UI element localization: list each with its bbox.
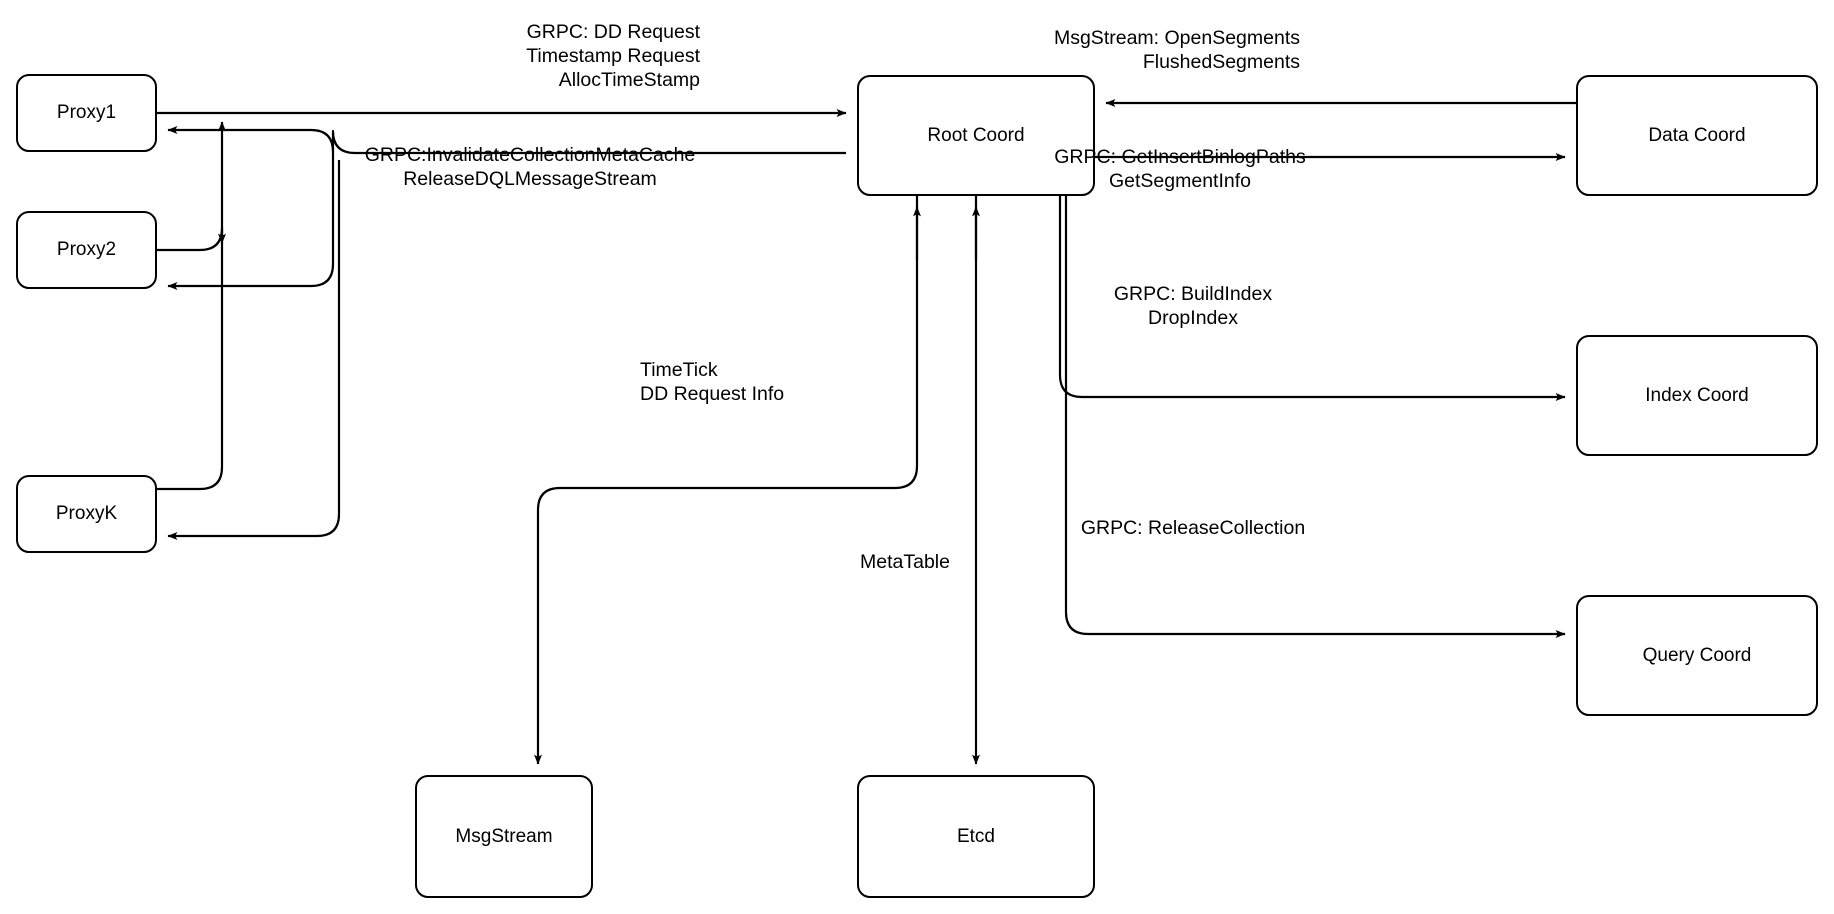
edge-label-line: GRPC: DD Request [526, 21, 700, 43]
edge-root-coord-to-proxy2 [167, 152, 335, 290]
edge-label-line: GetSegmentInfo [1108, 170, 1251, 192]
edge-label-line: GRPC: ReleaseCollection [1080, 517, 1306, 539]
node-root-coord-label: Root Coord [927, 124, 1025, 146]
edge-label-line: MsgStream: OpenSegments [1053, 27, 1300, 49]
node-query-coord-label: Query Coord [1642, 644, 1752, 666]
edge-label-line: MetaTable [860, 551, 950, 573]
node-data-coord[interactable]: Data Coord [1576, 75, 1818, 196]
edge-root-coord-to-query-coord [1064, 196, 1566, 638]
edge-label-line: Timestamp Request [526, 45, 700, 67]
node-etcd[interactable]: Etcd [857, 775, 1095, 898]
edge-label-line: GRPC:InvalidateCollectionMetaCache [364, 144, 696, 166]
node-proxy2-label: Proxy2 [56, 239, 117, 260]
node-root-coord[interactable]: Root Coord [857, 75, 1095, 196]
node-msgstream-label: MsgStream [455, 825, 553, 847]
node-index-coord-label: Index Coord [1645, 384, 1749, 406]
edge-proxy2-to-trunk [157, 226, 226, 252]
edge-label-line: ReleaseDQLMessageStream [403, 168, 657, 190]
edge-label-line: AllocTimeStamp [558, 69, 700, 91]
edge-root-coord-to-proxyk [167, 160, 341, 540]
edge-label-line: DD Request Info [640, 383, 785, 405]
node-proxy1-label: Proxy1 [56, 102, 117, 123]
edge-label-line: TimeTick [640, 359, 718, 381]
edge-label-line: GRPC: GetInsertBinlogPaths [1054, 146, 1306, 168]
edge-label-root-to-querycoord: GRPC: ReleaseCollection [1043, 516, 1343, 540]
node-index-coord[interactable]: Index Coord [1576, 335, 1818, 456]
node-msgstream[interactable]: MsgStream [415, 775, 593, 898]
node-data-coord-label: Data Coord [1648, 124, 1746, 146]
node-etcd-label: Etcd [956, 825, 996, 847]
node-proxyk-label: ProxyK [55, 503, 118, 524]
edge-label-line: GRPC: BuildIndex [1113, 283, 1273, 305]
edge-proxyk-to-trunk [157, 121, 226, 491]
edge-label-line: FlushedSegments [1142, 51, 1300, 73]
node-proxy2[interactable]: Proxy2 [16, 211, 157, 289]
node-proxy1[interactable]: Proxy1 [16, 74, 157, 152]
edge-label-line: DropIndex [1148, 307, 1238, 329]
node-query-coord[interactable]: Query Coord [1576, 595, 1818, 716]
node-proxyk[interactable]: ProxyK [16, 475, 157, 553]
edge-root-coord-to-proxy1 [167, 126, 846, 155]
edge-label-root-to-etcd: MetaTable [860, 550, 1060, 574]
edge-root-coord-to-msgstream [534, 196, 919, 765]
